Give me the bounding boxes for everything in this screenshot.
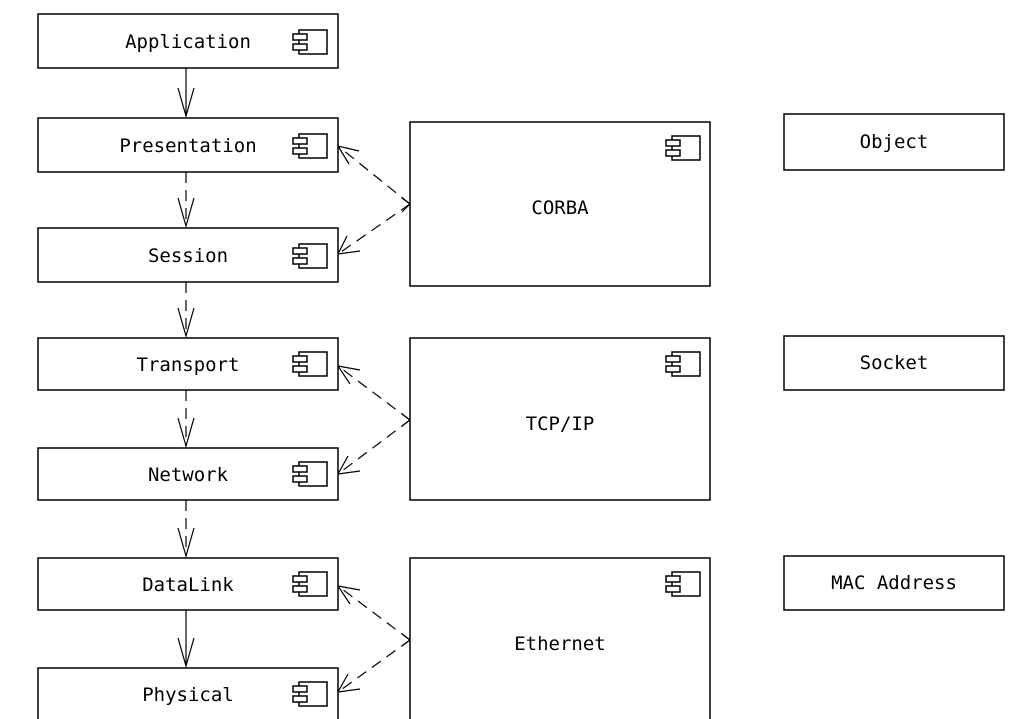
arrow-presentation-to-session — [177, 172, 195, 229]
layer-label-datalink: DataLink — [142, 574, 234, 596]
layer-presentation[interactable]: Presentation — [37, 117, 339, 173]
layer-label-physical: Physical — [142, 684, 234, 706]
component-icon — [292, 571, 328, 597]
component-icon — [292, 461, 328, 487]
layer-transport[interactable]: Transport — [37, 337, 339, 391]
layer-label-application: Application — [125, 31, 251, 53]
concept-mac-address[interactable]: MAC Address — [783, 555, 1005, 611]
implementation-label-ethernet: Ethernet — [514, 633, 606, 655]
arrow-transport-to-network — [177, 390, 195, 449]
layer-label-transport: Transport — [137, 354, 240, 376]
component-icon — [292, 243, 328, 269]
arrow-session-to-transport — [177, 282, 195, 339]
concept-label-socket: Socket — [860, 352, 929, 374]
concept-object[interactable]: Object — [783, 113, 1005, 171]
implementation-corba[interactable]: CORBA — [409, 121, 711, 287]
implementation-label-corba: CORBA — [531, 197, 589, 219]
concept-socket[interactable]: Socket — [783, 335, 1005, 391]
dependency-ethernet-physical — [336, 639, 411, 693]
component-icon — [665, 135, 701, 161]
layer-label-network: Network — [148, 464, 229, 486]
component-icon — [292, 351, 328, 377]
dependency-ethernet-datalink — [336, 585, 411, 647]
layer-session[interactable]: Session — [37, 227, 339, 283]
layer-physical[interactable]: Physical — [37, 667, 339, 719]
layer-application[interactable]: Application — [37, 13, 339, 69]
layer-network[interactable]: Network — [37, 447, 339, 501]
dependency-tcpip-transport — [336, 365, 411, 427]
component-icon — [292, 681, 328, 707]
component-icon — [292, 133, 328, 159]
dependency-corba-session — [336, 203, 411, 255]
implementation-connectors — [336, 145, 411, 693]
dependency-corba-presentation — [336, 145, 411, 213]
arrow-network-to-datalink — [177, 500, 195, 559]
concept-label-mac-address: MAC Address — [831, 572, 957, 594]
component-icon — [665, 351, 701, 377]
arrow-application-to-presentation — [177, 68, 195, 119]
implementation-label-tcpip: TCP/IP — [526, 413, 595, 435]
arrow-datalink-to-physical — [177, 610, 195, 669]
layer-datalink[interactable]: DataLink — [37, 557, 339, 611]
concept-label-object: Object — [860, 131, 929, 153]
implementation-ethernet[interactable]: Ethernet — [409, 557, 711, 719]
implementation-tcpip[interactable]: TCP/IP — [409, 337, 711, 501]
component-icon — [665, 571, 701, 597]
layer-label-presentation: Presentation — [119, 135, 256, 157]
layer-label-session: Session — [148, 245, 228, 267]
dependency-tcpip-network — [336, 419, 411, 475]
component-icon — [292, 29, 328, 55]
layer-connectors — [177, 68, 195, 669]
